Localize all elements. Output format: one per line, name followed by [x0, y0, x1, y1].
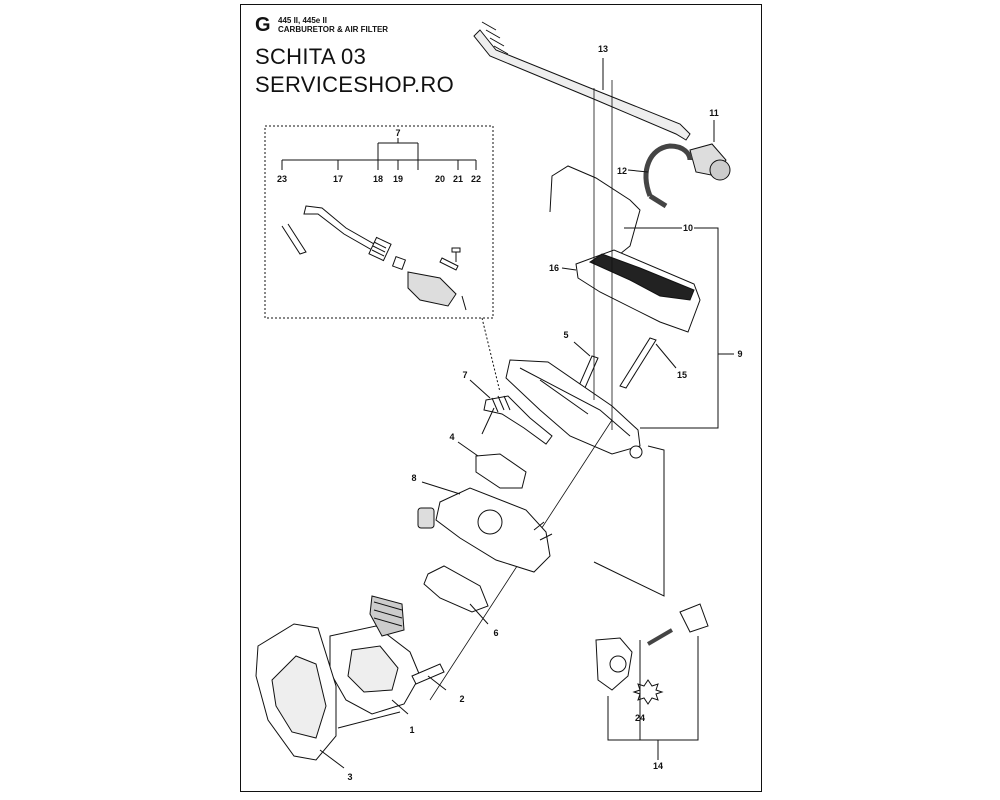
leader-1: [391, 699, 409, 715]
leader-2: [427, 675, 447, 691]
inset-spring-wire-23: [281, 223, 307, 255]
inset-spring-coils: [371, 241, 387, 257]
callout-7-inset: 7: [395, 128, 400, 138]
callout-16: 16: [549, 263, 559, 273]
primer-cap: [709, 159, 731, 181]
leader-3: [319, 749, 345, 769]
callout-5: 5: [563, 330, 568, 340]
choke-shaft-7: [483, 395, 553, 445]
screw-2: [411, 663, 445, 685]
leader-15: [655, 343, 677, 369]
star-washer-24: [632, 679, 664, 705]
filter-base: [505, 359, 641, 455]
air-filter-16: [575, 249, 701, 333]
callout-14: 14: [653, 761, 663, 771]
callout-10: 10: [683, 223, 693, 233]
overlay-shop-label: SERVICESHOP.RO: [255, 72, 455, 97]
leader-6: [469, 603, 489, 625]
model-label: 445 II, 445e II: [278, 16, 327, 25]
callout-4: 4: [449, 432, 454, 442]
carb-primer-pump: [417, 507, 435, 529]
callout-12: 12: [617, 166, 627, 176]
callout-15: 15: [677, 370, 687, 380]
carb-bore: [477, 509, 503, 535]
leader-5: [573, 341, 591, 357]
choke-wire: [481, 407, 495, 435]
leader-16: [561, 267, 577, 271]
callout-1: 1: [409, 725, 414, 735]
callout-22: 22: [471, 174, 481, 184]
callout-17: 17: [333, 174, 343, 184]
section-letter: G: [255, 14, 271, 36]
insulator-6: [423, 565, 489, 613]
inset-pin-22: [461, 295, 467, 311]
callout-9: 9: [737, 349, 742, 359]
bar-13-threads: [481, 21, 509, 55]
fuel-hose-12: [643, 143, 693, 197]
filter-base-detail: [519, 367, 631, 437]
leader-1-cover: [337, 711, 401, 729]
overlay-schita-label: SCHITA 03: [255, 44, 367, 69]
carb-adjust-screw: [533, 521, 553, 541]
wire-10: [549, 165, 641, 255]
inset-leader: [481, 317, 501, 393]
callout-19: 19: [393, 174, 403, 184]
lever-clip: [679, 603, 709, 633]
inset-shaft-17: [303, 205, 375, 251]
leader-8: [421, 481, 461, 495]
callout-23: 23: [277, 174, 287, 184]
intake-boot: [369, 595, 405, 637]
inset-lever-body: [407, 271, 457, 307]
assembly-link-14: [593, 445, 665, 597]
callout-7: 7: [462, 370, 467, 380]
callout-11: 11: [709, 108, 719, 118]
callout-18: 18: [373, 174, 383, 184]
intake-ribs: [373, 601, 403, 627]
callout-3: 3: [347, 772, 352, 782]
leader-4: [457, 441, 479, 457]
section-title: CARBURETOR & AIR FILTER: [278, 25, 389, 34]
callout-8: 8: [411, 473, 416, 483]
inset-bushing-19: [391, 255, 407, 271]
bracket-14: [607, 636, 699, 760]
bolt-15: [619, 337, 657, 389]
bar-13: [473, 29, 691, 141]
callout-2: 2: [459, 694, 464, 704]
inset-box-item-7: [264, 125, 494, 319]
inset-throttle-plate-20: [439, 257, 459, 271]
inset-bracket: [281, 138, 477, 170]
choke-spring: [491, 395, 511, 413]
callout-6: 6: [493, 628, 498, 638]
callout-13: 13: [598, 44, 608, 54]
callout-20: 20: [435, 174, 445, 184]
gasket-4: [475, 453, 527, 489]
air-filter-mesh: [588, 253, 695, 301]
inset-screw-21: [451, 247, 461, 262]
choke-knob: [629, 445, 643, 459]
leader-7: [469, 379, 491, 399]
lever-washer: [609, 655, 627, 673]
lever-spring: [646, 628, 674, 646]
flange-1-port: [347, 645, 399, 693]
callout-24: 24: [635, 713, 645, 723]
leader-10: [624, 227, 719, 429]
fuel-hose-tail: [648, 193, 668, 209]
callout-21: 21: [453, 174, 463, 184]
leader-12: [627, 169, 649, 173]
cover-3-inner: [271, 655, 327, 739]
